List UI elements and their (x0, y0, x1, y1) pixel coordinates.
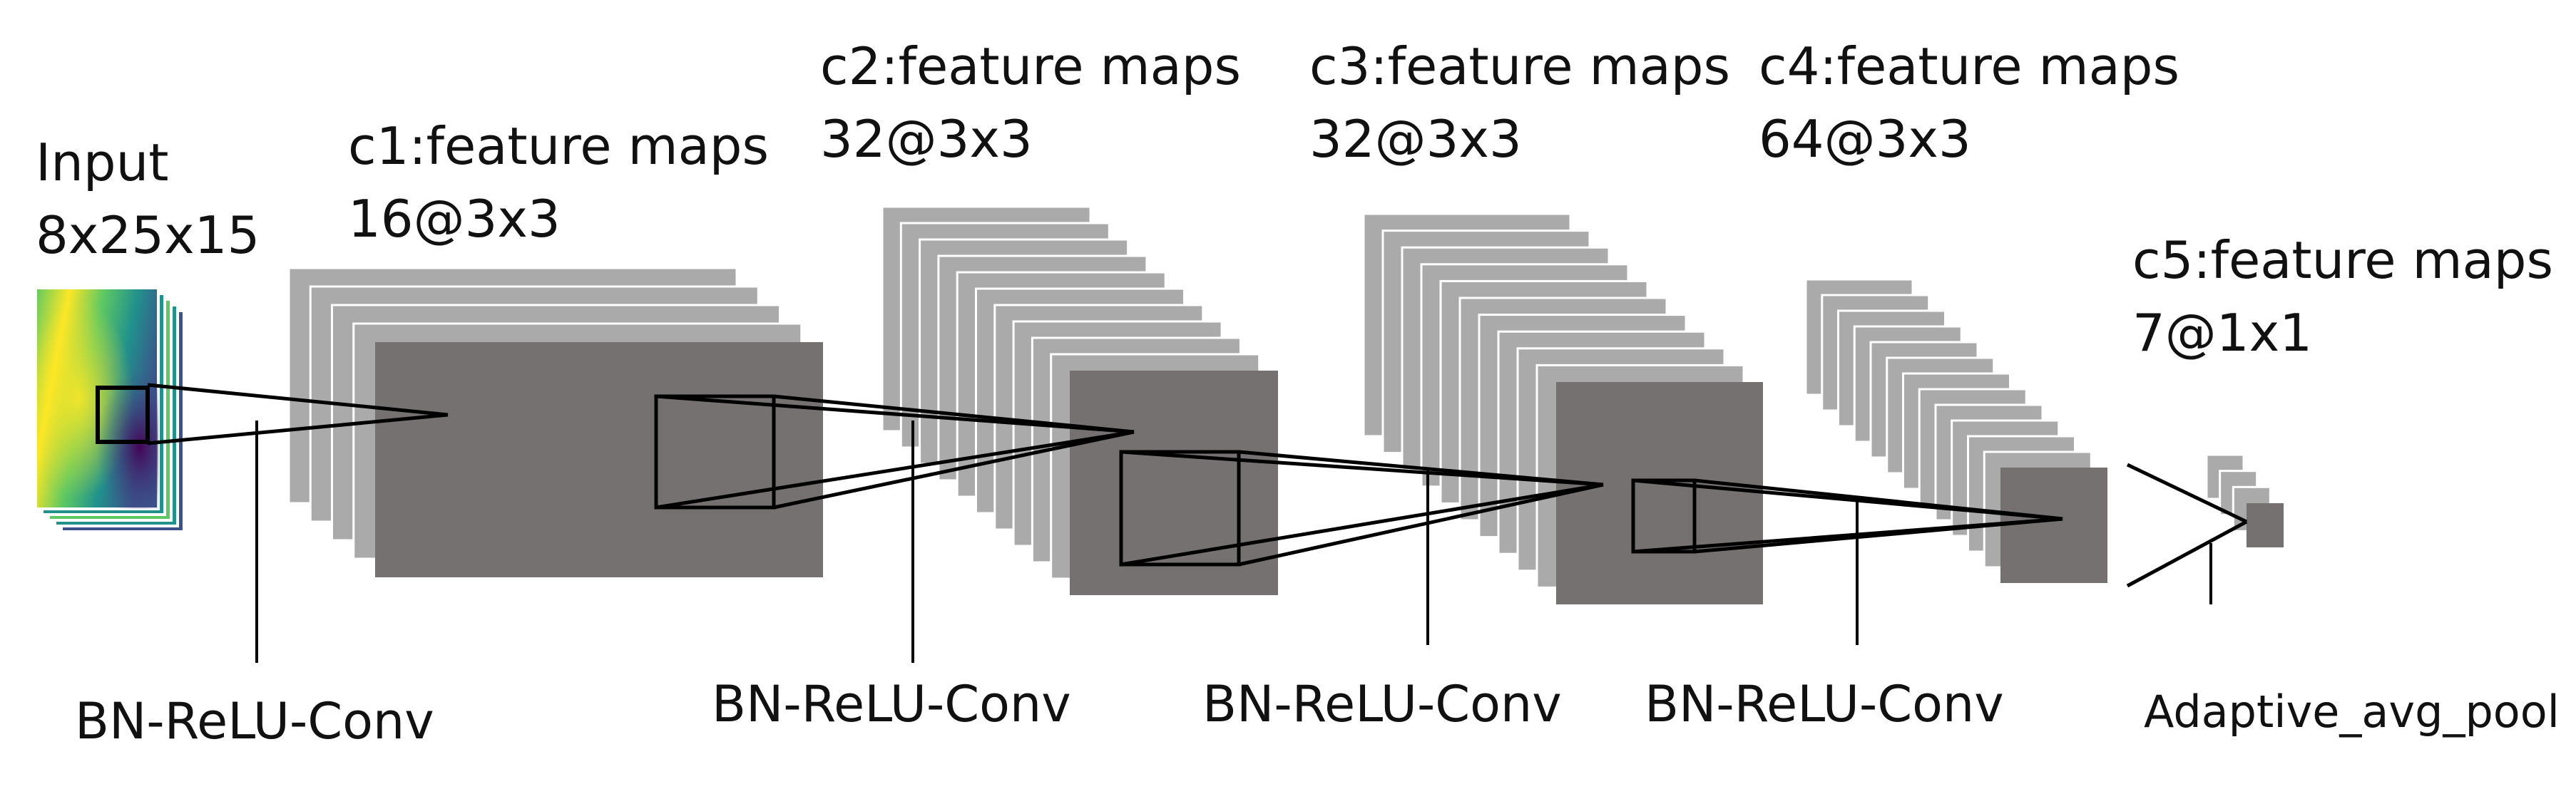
c1-stack (287, 267, 823, 577)
c4-stack (1804, 278, 2107, 583)
c4-title: c4:feature maps (1759, 36, 2179, 96)
feature-map-stacks (287, 205, 2284, 604)
projection-line (147, 383, 449, 417)
projection-line (655, 430, 1135, 510)
projection-line (1120, 483, 1604, 567)
c3-title: c3:feature maps (1309, 36, 1730, 96)
c5-front-map (2247, 503, 2284, 547)
projection-line (773, 430, 1135, 510)
op-label-3: BN-ReLU-Conv (1202, 675, 1562, 733)
operation-labels: BN-ReLU-Conv BN-ReLU-Conv BN-ReLU-Conv B… (75, 675, 2560, 751)
pool-projection-line (2126, 520, 2248, 588)
projection-line (1238, 483, 1604, 567)
projection-line (1120, 450, 1604, 487)
op-label-5: Adaptive_avg_pool (2144, 686, 2560, 738)
op-label-1: BN-ReLU-Conv (75, 692, 434, 751)
c3-stack (1362, 212, 1763, 604)
pool-projection-line (2126, 463, 2248, 524)
c5-title: c5:feature maps (2132, 230, 2553, 290)
projection-line (1694, 517, 2063, 554)
c2-shape: 32@3x3 (820, 109, 1033, 169)
c2-front-map (1070, 371, 1278, 595)
kernel-window-input (96, 386, 150, 444)
kernel-window-c3 (1631, 478, 1697, 554)
c3-front-map (1556, 382, 1763, 604)
input-block: Input 8x25x15 (34, 133, 260, 533)
input-shape: 8x25x15 (36, 205, 260, 265)
c1-shape: 16@3x3 (348, 189, 561, 249)
projection-line (147, 413, 449, 445)
input-title: Input (36, 133, 168, 192)
kernel-projections (96, 383, 2248, 663)
layer-labels: c1:feature maps 16@3x3 c2:feature maps 3… (348, 36, 2553, 363)
op-label-4: BN-ReLU-Conv (1645, 675, 2004, 733)
c1-title: c1:feature maps (348, 116, 769, 176)
c2-title: c2:feature maps (820, 36, 1241, 96)
c3-shape: 32@3x3 (1309, 109, 1522, 169)
projection-line (655, 394, 1135, 434)
c4-shape: 64@3x3 (1759, 109, 1971, 169)
c1-front-map (375, 342, 823, 577)
c2-stack (881, 205, 1278, 595)
input-tensor (34, 287, 185, 533)
projection-line (1632, 478, 2063, 521)
c5-stack (2205, 453, 2284, 547)
c4-front-map (2000, 468, 2107, 583)
op-label-2: BN-ReLU-Conv (712, 675, 1071, 733)
c5-shape: 7@1x1 (2132, 303, 2312, 363)
